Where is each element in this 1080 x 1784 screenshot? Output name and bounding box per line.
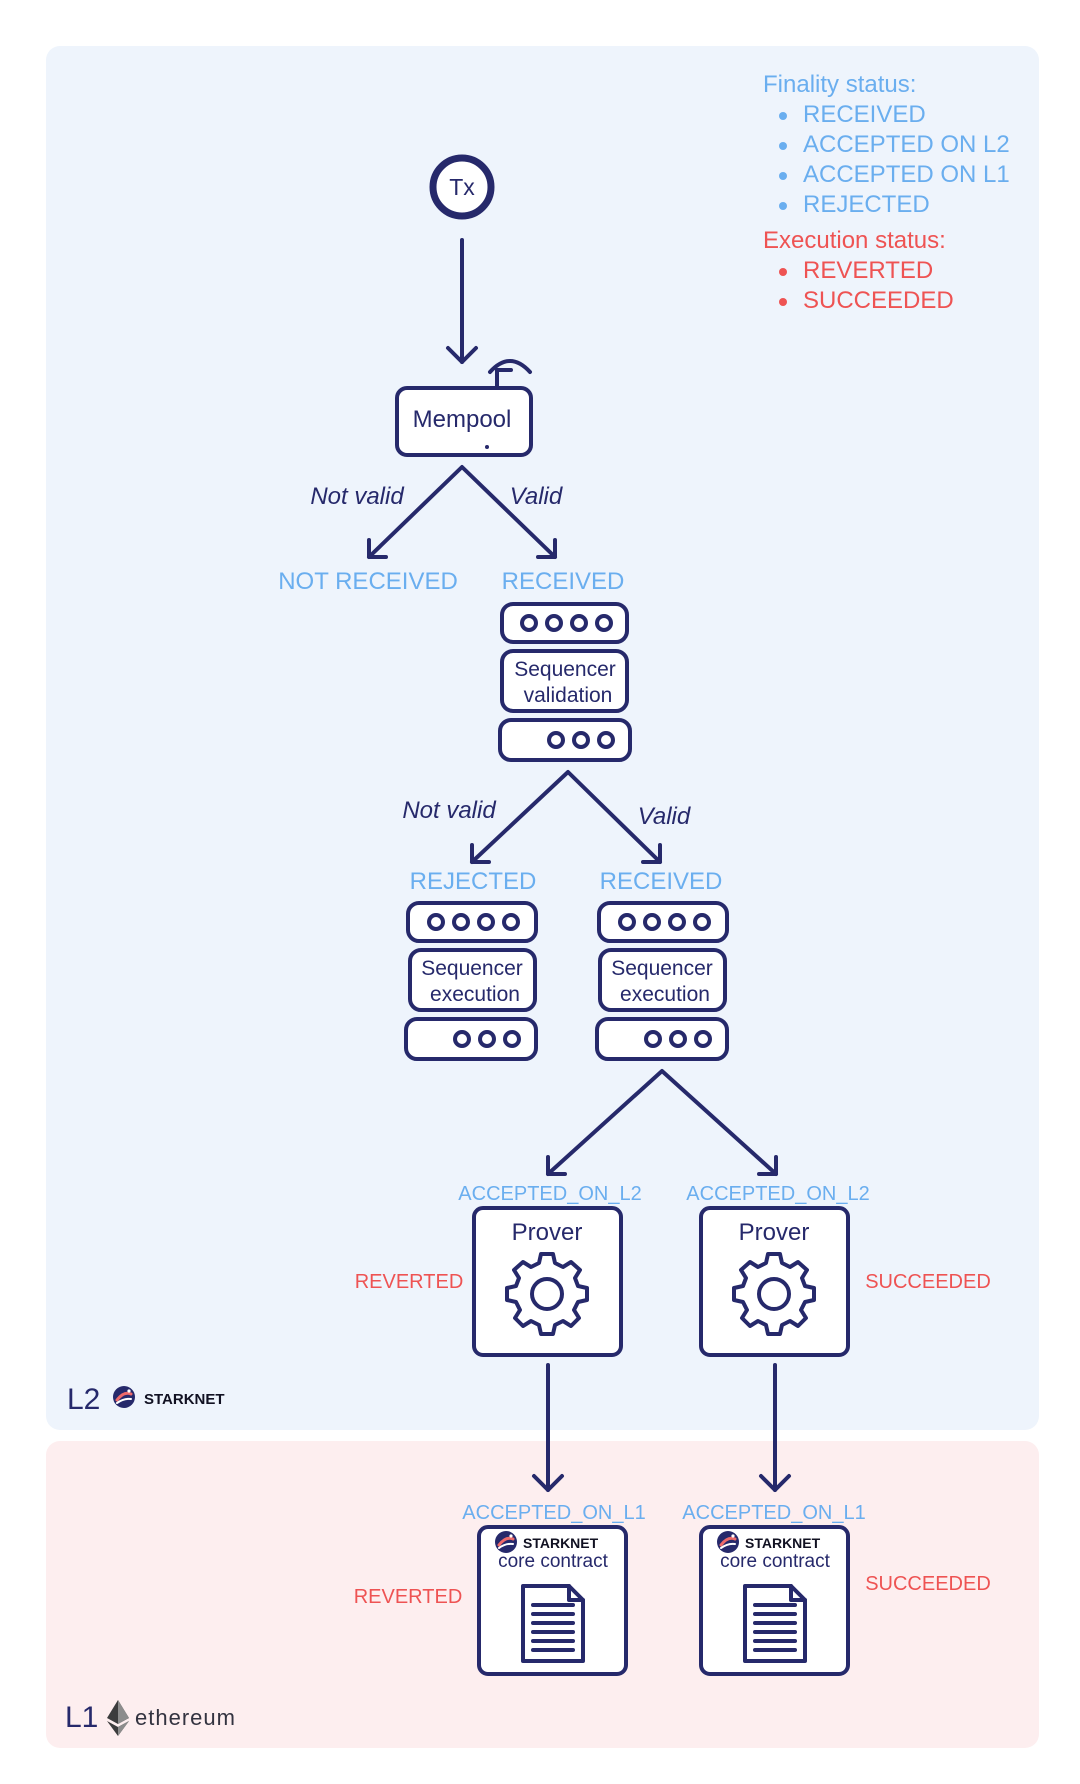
- prover-label: Prover: [512, 1219, 583, 1246]
- sequencer-execution-node-received: Sequencer execution: [595, 901, 729, 1061]
- core-contract-label: core contract: [498, 1551, 609, 1572]
- core-contract-brand: STARKNET: [523, 1535, 599, 1551]
- edge-label-not-valid: Not valid: [402, 797, 496, 824]
- edge-label-valid: Valid: [510, 483, 563, 510]
- starknet-logo-icon: [111, 1384, 137, 1410]
- core-contract-node-reverted: STARKNET core contract: [477, 1525, 628, 1676]
- sequencer-execution-node-rejected: Sequencer execution: [404, 901, 538, 1061]
- core-contract-node-succeeded: STARKNET core contract: [699, 1525, 850, 1676]
- finality-legend: Finality status: RECEIVED ACCEPTED ON L2…: [763, 70, 1010, 220]
- tx-to-mempool-arrow: [446, 238, 478, 364]
- finality-legend-title: Finality status:: [763, 71, 917, 98]
- edge-label-not-valid: Not valid: [310, 483, 404, 510]
- tx-label: Tx: [449, 174, 475, 200]
- prover-node-reverted: Prover: [472, 1206, 623, 1357]
- status-accepted-on-l1: ACCEPTED_ON_L1: [682, 1502, 865, 1524]
- l1-brand-label: ethereum: [135, 1705, 236, 1730]
- sequencer-validation-line2: validation: [524, 684, 613, 707]
- status-reverted: REVERTED: [354, 1586, 463, 1608]
- sequencer-execution-line1: Sequencer: [611, 957, 713, 980]
- finality-item: RECEIVED: [763, 100, 1010, 130]
- execution-branch-arrows: [546, 1069, 778, 1176]
- mempool-branch-arrows: [367, 465, 557, 559]
- server-top-icon: [500, 602, 629, 644]
- finality-item: REJECTED: [763, 190, 1010, 220]
- starknet-logo-icon: [493, 1529, 519, 1555]
- sequencer-validation-line1: Sequencer: [514, 658, 616, 681]
- prover-to-l1-arrows: [532, 1363, 791, 1492]
- status-accepted-on-l1: ACCEPTED_ON_L1: [462, 1502, 645, 1524]
- sequencer-validation-box: [500, 649, 629, 713]
- ethereum-logo-icon: [107, 1700, 129, 1736]
- transaction-node: Tx: [429, 154, 495, 220]
- edge-label-valid: Valid: [638, 803, 691, 830]
- mempool-label: Mempool: [413, 406, 512, 433]
- status-received: RECEIVED: [600, 868, 723, 895]
- sequencer-execution-line2: execution: [430, 983, 520, 1006]
- execution-legend-list: REVERTED SUCCEEDED: [763, 256, 1010, 316]
- prover-box: [699, 1206, 850, 1357]
- tx-circle-icon: [429, 154, 495, 220]
- finality-legend-list: RECEIVED ACCEPTED ON L2 ACCEPTED ON L1 R…: [763, 100, 1010, 220]
- status-not-received: NOT RECEIVED: [278, 568, 458, 595]
- server-top-icon: [597, 901, 729, 943]
- prover-node-succeeded: Prover: [699, 1206, 850, 1357]
- status-succeeded: SUCCEEDED: [865, 1271, 991, 1293]
- core-contract-box: [699, 1525, 850, 1676]
- execution-item: SUCCEEDED: [763, 286, 1010, 316]
- core-contract-box: [477, 1525, 628, 1676]
- finality-item: ACCEPTED ON L1: [763, 160, 1010, 190]
- sequencer-validation-node: Sequencer validation: [498, 602, 632, 762]
- finality-item: ACCEPTED ON L2: [763, 130, 1010, 160]
- core-contract-brand: STARKNET: [745, 1535, 821, 1551]
- sequencer-execution-box: [598, 948, 727, 1012]
- l2-brand-label: STARKNET: [144, 1391, 225, 1408]
- status-rejected: REJECTED: [410, 868, 537, 895]
- status-received: RECEIVED: [502, 568, 625, 595]
- status-succeeded: SUCCEEDED: [865, 1573, 991, 1595]
- status-legend: Finality status: RECEIVED ACCEPTED ON L2…: [763, 70, 1010, 316]
- core-contract-label: core contract: [720, 1551, 831, 1572]
- status-accepted-on-l2: ACCEPTED_ON_L2: [686, 1183, 869, 1205]
- server-top-icon: [406, 901, 538, 943]
- wifi-icon: [488, 359, 532, 374]
- mempool-node: Mempool: [395, 359, 533, 457]
- l1-layer-label: L1: [65, 1701, 98, 1734]
- prover-box: [472, 1206, 623, 1357]
- validation-branch-arrows: [470, 770, 662, 864]
- router-antenna-icon: [495, 368, 513, 390]
- execution-item: REVERTED: [763, 256, 1010, 286]
- mempool-box: [395, 386, 533, 457]
- l2-layer-label: L2: [67, 1383, 100, 1416]
- prover-label: Prover: [739, 1219, 810, 1246]
- sequencer-execution-box: [408, 948, 537, 1012]
- starknet-logo-icon: [715, 1529, 741, 1555]
- execution-legend-title: Execution status:: [763, 227, 946, 254]
- sequencer-execution-line2: execution: [620, 983, 710, 1006]
- status-accepted-on-l2: ACCEPTED_ON_L2: [458, 1183, 641, 1205]
- sequencer-execution-line1: Sequencer: [421, 957, 523, 980]
- execution-legend: Execution status: REVERTED SUCCEEDED: [763, 226, 1010, 316]
- status-reverted: REVERTED: [355, 1271, 464, 1293]
